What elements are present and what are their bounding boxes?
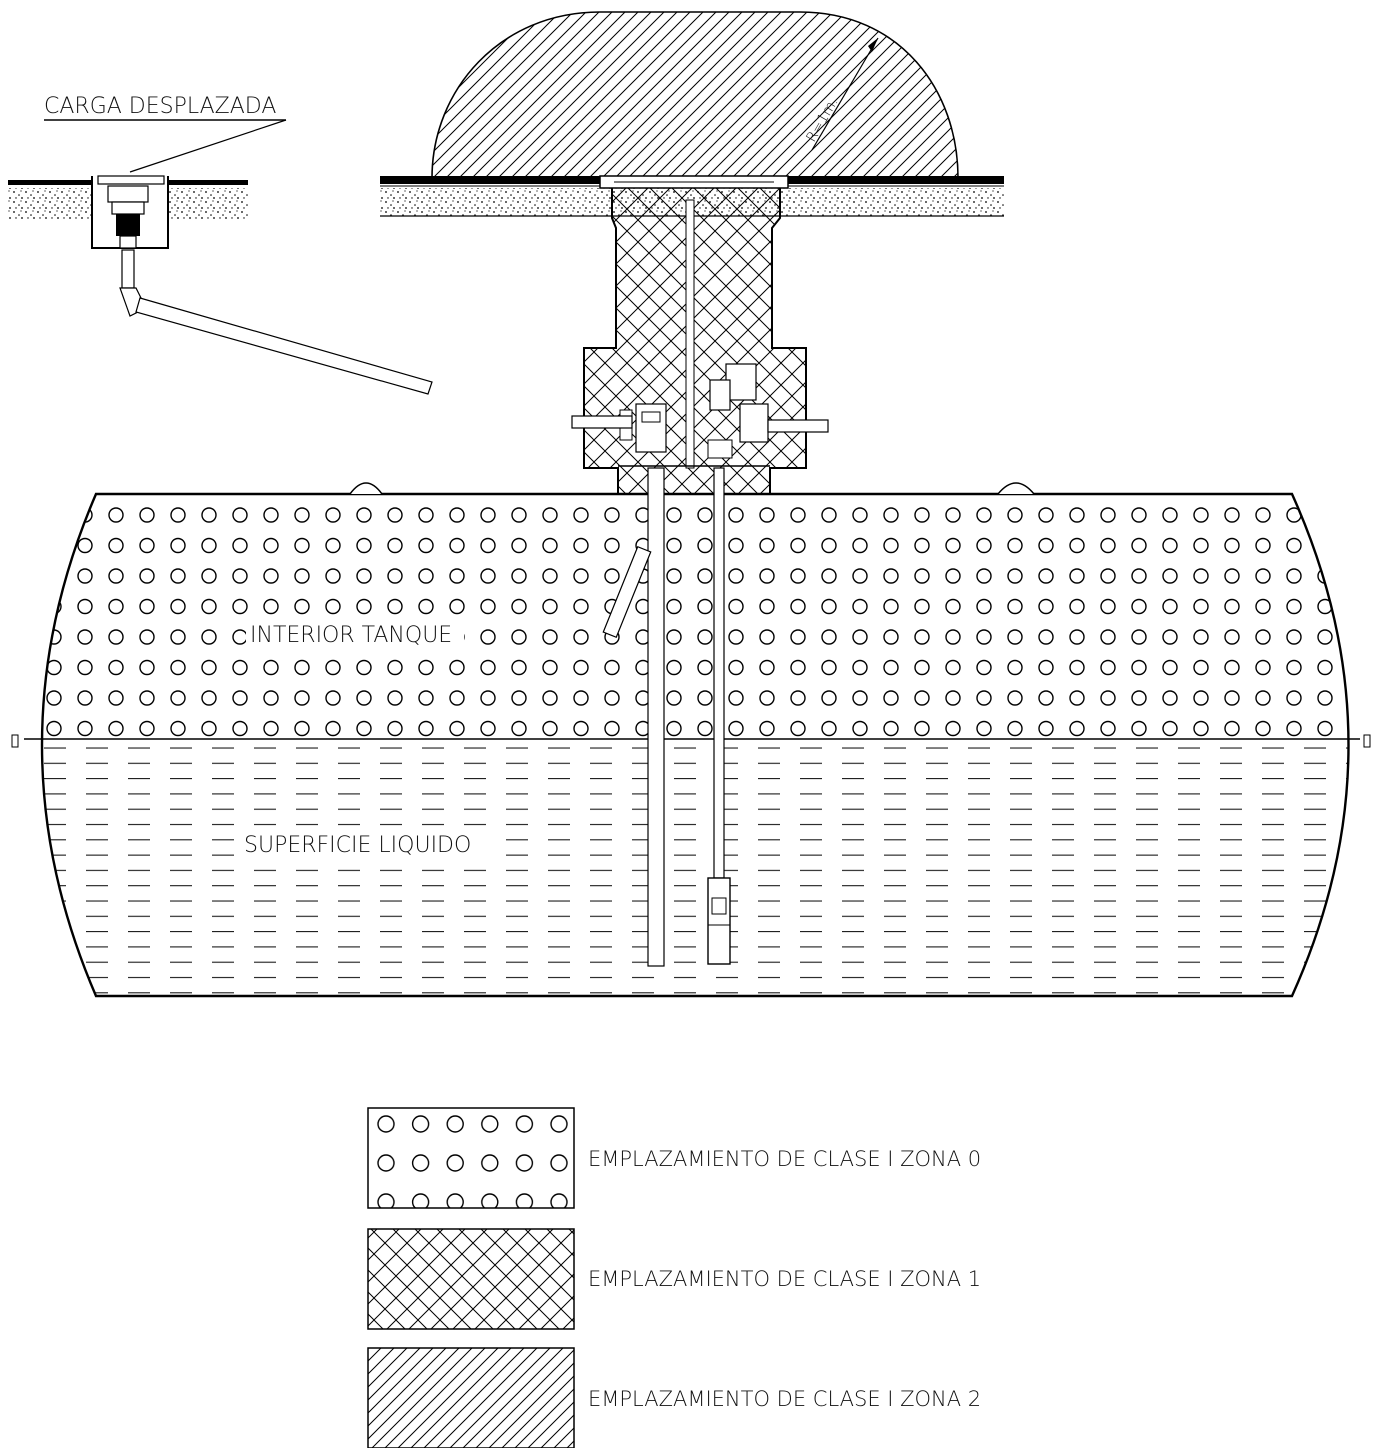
displaced-load-detail: CARGA DESPLAZADA	[8, 94, 433, 395]
legend-text-zone1: EMPLAZAMIENTO DE CLASE I ZONA 1	[588, 1267, 981, 1291]
legend-text-zone2: EMPLAZAMIENTO DE CLASE I ZONA 2	[588, 1387, 981, 1411]
legend-item-zone0: EMPLAZAMIENTO DE CLASE I ZONA 0	[367, 1107, 981, 1209]
legend: EMPLAZAMIENTO DE CLASE I ZONA 0 EMPLAZAM…	[367, 1107, 981, 1448]
zone2-dome	[431, 11, 959, 179]
tank: INTERIOR TANQUE SUPERFICIE LIQUIDO	[11, 467, 1371, 998]
legend-swatch-crosshatch	[367, 1228, 575, 1330]
legend-item-zone2: EMPLAZAMIENTO DE CLASE I ZONA 2	[367, 1347, 981, 1448]
legend-text-zone0: EMPLAZAMIENTO DE CLASE I ZONA 0	[588, 1147, 981, 1171]
liquid-surface-label: SUPERFICIE LIQUIDO	[244, 833, 471, 858]
legend-swatch-circles	[367, 1107, 575, 1209]
displaced-load-label: CARGA DESPLAZADA	[44, 94, 276, 119]
interior-tank-label: INTERIOR TANQUE	[250, 623, 452, 648]
legend-item-zone1: EMPLAZAMIENTO DE CLASE I ZONA 1	[367, 1228, 981, 1330]
radius-dimension: R=1m.	[803, 37, 879, 151]
zone1-manhole	[571, 175, 829, 495]
zone0-vapour-space	[42, 494, 1349, 739]
liquid-surface-area	[42, 739, 1349, 996]
legend-swatch-diagonal	[367, 1347, 575, 1448]
